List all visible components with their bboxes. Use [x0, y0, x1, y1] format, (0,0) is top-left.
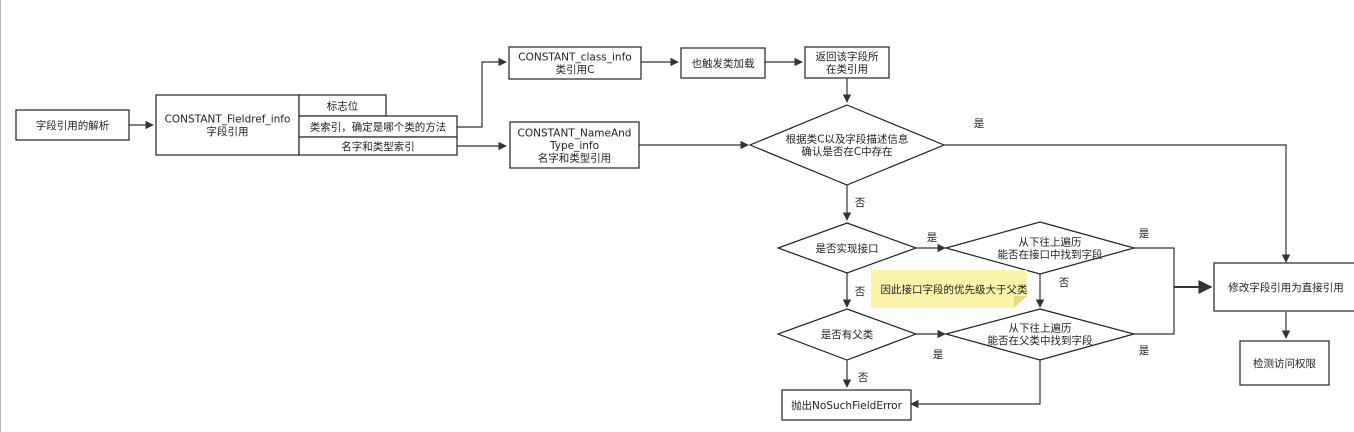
node-hasparent-line-0: 是否有父类	[821, 328, 874, 341]
label-isiface-yes: 是	[927, 232, 938, 244]
label-hasparent-yes: 是	[933, 349, 944, 361]
label-checkc-yes: 是	[974, 118, 985, 130]
node-checkc-line-1: 确认是否在C中存在	[801, 145, 892, 158]
node-trigger-line-0: 也触发类加载	[692, 57, 755, 70]
node-returnfield-line-0: 返回该字段所	[816, 50, 879, 63]
svg-text:也触发类加载: 也触发类加载	[692, 57, 755, 70]
svg-text:修改字段引用为直接引用: 修改字段引用为直接引用	[1228, 281, 1344, 294]
label-isiface-no: 否	[855, 286, 866, 298]
svg-text:抛出NoSuchFieldError: 抛出NoSuchFieldError	[791, 399, 903, 412]
label-findiface-no: 否	[1059, 277, 1070, 289]
node-access: 检测访问权限	[1239, 340, 1330, 386]
label-checkc-no: 否	[855, 197, 866, 209]
node-classinfo-line-1: 类引用C	[556, 63, 595, 76]
svg-text:名字和类型索引: 名字和类型索引	[341, 140, 415, 153]
node-flag-line-0: 标志位	[327, 99, 359, 112]
edges	[129, 57, 1291, 409]
node-nametype-line-2: 名字和类型引用	[538, 151, 612, 164]
node-classidx: 类索引，确定是哪个类的方法	[298, 115, 458, 138]
label-findparent-yes: 是	[1139, 345, 1150, 357]
node-classinfo-line-0: CONSTANT_class_info	[518, 52, 631, 64]
svg-text:检测访问权限: 检测访问权限	[1253, 357, 1316, 370]
node-fieldref-line-0: CONSTANT_Fieldref_info	[165, 114, 291, 126]
node-nametype-line-0: CONSTANT_NameAnd	[518, 127, 632, 139]
note-text: 因此接口字段的优先级大于父类	[881, 283, 1028, 296]
node-direct: 修改字段引用为直接引用	[1213, 262, 1354, 312]
node-findparent: 从下往上遍历能否在父类中找到字段	[943, 308, 1137, 361]
node-checkc: 根据类C以及字段描述信息确认是否在C中存在	[748, 104, 946, 186]
svg-text:字段引用的解析: 字段引用的解析	[36, 119, 110, 132]
node-findiface-line-0: 从下往上遍历	[1019, 236, 1082, 249]
node-nametype-line-1: Type_info	[549, 140, 599, 152]
node-findparent-line-0: 从下往上遍历	[1009, 322, 1072, 335]
svg-text:从下往上遍历能否在父类中找到字段: 从下往上遍历能否在父类中找到字段	[988, 322, 1093, 348]
label-hasparent-no: 否	[858, 372, 869, 384]
node-classidx-line-0: 类索引，确定是哪个类的方法	[310, 120, 447, 133]
node-returnfield: 返回该字段所在类引用	[804, 46, 890, 79]
node-access-line-0: 检测访问权限	[1253, 357, 1316, 370]
svg-text:是否实现接口: 是否实现接口	[816, 242, 879, 255]
node-findparent-line-1: 能否在父类中找到字段	[988, 334, 1093, 347]
node-nameidx: 名字和类型索引	[298, 136, 458, 156]
edge-classidx-to-classinfo	[457, 57, 507, 128]
node-findiface: 从下往上遍历能否在接口中找到字段	[943, 221, 1137, 275]
node-returnfield-line-1: 在类引用	[826, 63, 868, 76]
svg-text:从下往上遍历能否在接口中找到字段: 从下往上遍历能否在接口中找到字段	[998, 236, 1103, 261]
node-findiface-line-1: 能否在接口中找到字段	[998, 248, 1103, 261]
svg-text:根据类C以及字段描述信息确认是否在C中存在: 根据类C以及字段描述信息确认是否在C中存在	[786, 133, 909, 159]
edge-checkc-yes-to-direct	[944, 144, 1291, 263]
node-direct-line-0: 修改字段引用为直接引用	[1228, 281, 1344, 294]
node-checkc-line-0: 根据类C以及字段描述信息	[786, 133, 909, 146]
node-hasparent: 是否有父类	[776, 308, 918, 361]
label-findiface-yes: 是	[1139, 228, 1150, 240]
node-trigger: 也触发类加载	[680, 47, 766, 79]
svg-text:返回该字段所在类引用: 返回该字段所在类引用	[816, 50, 879, 76]
edge-findiface-yes-merge	[1134, 247, 1175, 335]
node-nameidx-line-0: 名字和类型索引	[341, 140, 415, 153]
node-parse: 字段引用的解析	[15, 109, 130, 141]
note-priority: 因此接口字段的优先级大于父类	[871, 270, 1028, 308]
svg-text:类索引，确定是哪个类的方法: 类索引，确定是哪个类的方法	[310, 120, 447, 133]
node-throw-line-0: 抛出NoSuchFieldError	[791, 399, 903, 412]
svg-text:标志位: 标志位	[327, 99, 359, 112]
svg-text:是否有父类: 是否有父类	[821, 328, 874, 341]
node-isiface: 是否实现接口	[776, 222, 918, 274]
node-fieldref-line-1: 字段引用	[207, 125, 249, 138]
node-flag: 标志位	[298, 94, 387, 117]
edge-findparent-no-to-throw	[910, 360, 1041, 409]
node-parse-line-0: 字段引用的解析	[36, 119, 110, 132]
node-throw: 抛出NoSuchFieldError	[781, 389, 912, 421]
node-isiface-line-0: 是否实现接口	[816, 242, 879, 255]
edge-labels: 是 否 是 是 否 否 是 是 否	[855, 118, 1150, 384]
